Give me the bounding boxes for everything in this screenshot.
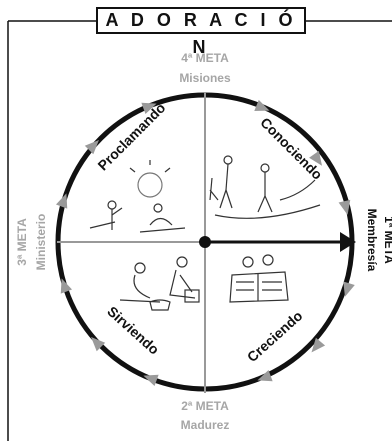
cycle-arrowhead (254, 99, 270, 111)
diagram-title: A D O R A C I Ó N (105, 10, 297, 57)
title-box (96, 7, 306, 34)
cycle-arrowhead (91, 337, 106, 352)
cycle-arrowhead (60, 278, 73, 294)
proclaiming-illustration (89, 160, 186, 233)
cycle-arrowhead (343, 281, 355, 297)
cycle-arrowhead (143, 374, 159, 387)
cycle-arrowhead (55, 193, 68, 209)
cycle-arrowhead (84, 140, 99, 155)
direction-arrow-head (340, 232, 356, 252)
serving-illustration (119, 256, 200, 311)
cycle-arrowhead (338, 199, 351, 215)
goal-bottom-line2: Madurez (181, 418, 230, 432)
cycle-arrowhead (141, 102, 157, 115)
growing-illustration (229, 254, 289, 303)
goal-right-line2: Membresía (365, 209, 379, 272)
goal-left-line2: Ministerio (34, 214, 48, 271)
goal-top-line1: 4ª META (181, 51, 229, 65)
goal-top-line2: Misiones (179, 71, 231, 85)
knowing-illustration (209, 155, 321, 219)
cycle-arrowhead (311, 337, 326, 353)
cycle-arrowhead (309, 150, 323, 166)
cycle-arrowhead (257, 369, 273, 382)
goal-right-line1: 1ª META (382, 216, 392, 264)
goal-left-line1: 3ª META (15, 218, 29, 266)
goal-bottom-line1: 2ª META (181, 399, 229, 413)
quadrant-label-bottom-left: Sirviendo (104, 303, 162, 358)
center-dot (199, 236, 211, 248)
